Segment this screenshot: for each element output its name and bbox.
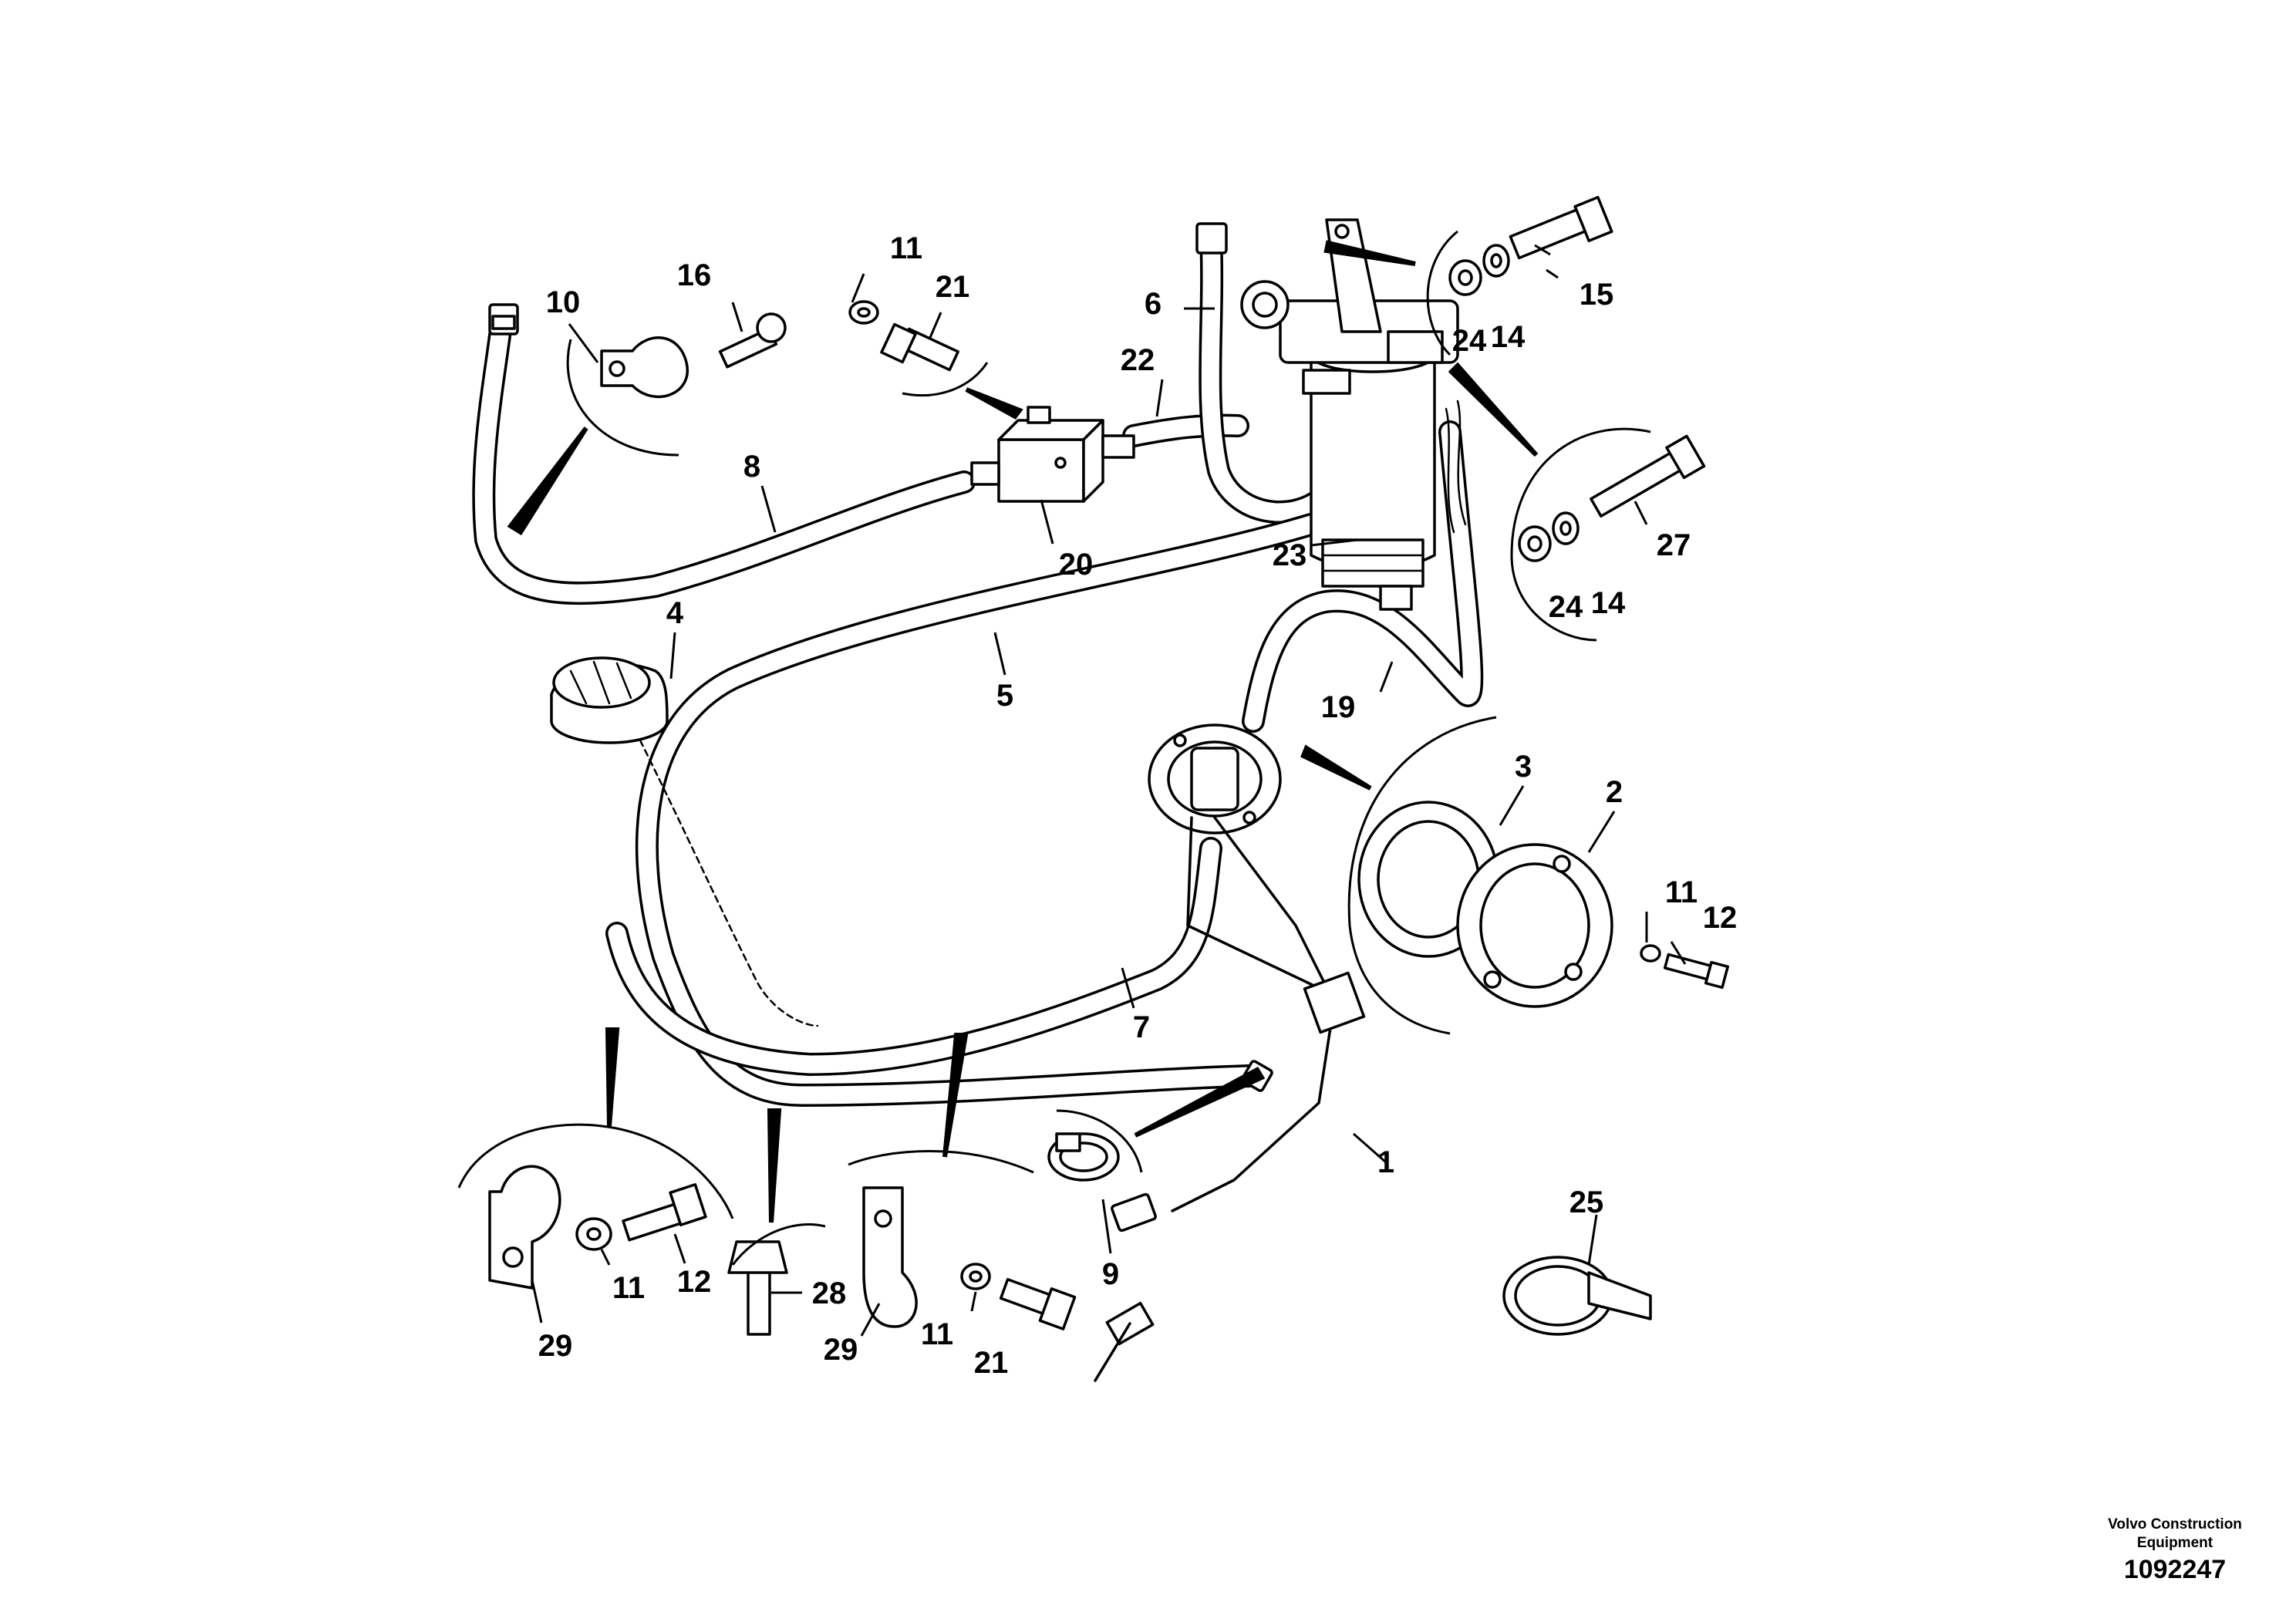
drawing-number: 1092247 [2123,1555,2227,1584]
nut-24-top [1448,259,1482,296]
fuel-pump-assembly [970,406,1135,503]
callout-9: 9 [1102,1257,1119,1291]
washer-11-top [848,300,879,325]
callout-8: 8 [743,450,760,484]
callout-labels: 1 2 3 4 5 6 7 8 9 10 11 11 11 11 12 12 1… [538,231,1738,1380]
hose-6 [1195,222,1338,524]
clamp-10 [600,336,689,399]
washer-11-right [1640,944,1661,963]
brand-name-line1: Volvo Construction [2108,1516,2242,1533]
callout-16: 16 [677,258,712,292]
callout-23: 23 [1273,538,1307,572]
bolt-15 [1509,196,1613,260]
callout-29-mid: 29 [824,1333,858,1367]
bolt-16 [718,312,787,369]
callout-4: 4 [666,596,684,630]
callout-11-left: 11 [612,1271,645,1305]
hose-8 [472,303,976,605]
fuel-cap-tether [639,739,819,1027]
callout-3: 3 [1515,750,1532,784]
inset-arc-15 [1426,230,1458,356]
inset-arc-9 [1056,1109,1143,1173]
bolt-28 [727,1240,788,1336]
callout-1: 1 [1377,1145,1394,1179]
flange-plate [1456,843,1613,1008]
callout-7: 7 [1133,1010,1150,1044]
callout-12-left: 12 [677,1265,712,1299]
brand-name-line2: Equipment [2136,1535,2213,1551]
bolt-12-right [1663,953,1729,990]
clamp-29-left [488,1165,561,1290]
callout-24-mid: 24 [1549,590,1583,624]
hose-clamp-9 [1047,1132,1120,1182]
fuel-cap [550,656,669,744]
callout-22: 22 [1121,343,1155,377]
inset-arc-10 [566,339,679,457]
fuel-level-sender [1094,723,1366,1382]
hose-22 [1122,413,1249,447]
callout-14-mid: 14 [1591,586,1626,620]
inset-arc-29-mid [848,1150,1034,1174]
cable-tie-25 [1502,1256,1652,1336]
bolt-12-left [622,1183,707,1242]
callout-14-top: 14 [1491,320,1526,354]
inset-arc-21-top [902,362,989,397]
callout-12-right: 12 [1703,901,1738,935]
callout-5: 5 [996,679,1013,713]
callout-28: 28 [812,1276,847,1310]
bolt-27 [1590,434,1706,518]
clamp-29-mid [862,1186,918,1328]
washer-14-top [1482,244,1510,278]
inset-arc-3 [1347,716,1497,1035]
callout-19: 19 [1321,690,1356,724]
callout-29-left: 29 [538,1329,573,1363]
nut-24-mid [1518,525,1552,562]
washer-14-mid [1552,511,1580,545]
callout-2: 2 [1606,775,1623,809]
inset-arc-28 [731,1222,826,1266]
callout-10: 10 [546,285,581,319]
bolt-21-bottom [999,1278,1077,1330]
inset-arc-27 [1510,427,1651,642]
callout-6: 6 [1145,287,1161,321]
callout-11-right: 11 [1665,875,1698,909]
fuel-filter-assembly [1240,218,1467,611]
hose-19 [1242,420,1484,733]
inset-pointers [507,240,1539,1223]
hose-7 [605,837,1222,1076]
washer-11-mid [960,1263,991,1290]
callout-21-top: 21 [936,270,970,304]
callout-15: 15 [1580,278,1614,312]
callout-24-top: 24 [1452,324,1487,358]
callout-27: 27 [1657,528,1691,562]
inset-arc-29-left [457,1123,734,1219]
callout-21-bottom: 21 [974,1346,1009,1380]
leader-lines [531,244,1687,1337]
callout-25: 25 [1569,1185,1604,1219]
callout-11-top: 11 [890,231,922,265]
washer-11-left [575,1217,612,1251]
callout-11-mid: 11 [921,1317,953,1351]
hose-5 [635,513,1323,1107]
callout-20: 20 [1059,548,1094,582]
bolt-21-top [880,322,959,372]
